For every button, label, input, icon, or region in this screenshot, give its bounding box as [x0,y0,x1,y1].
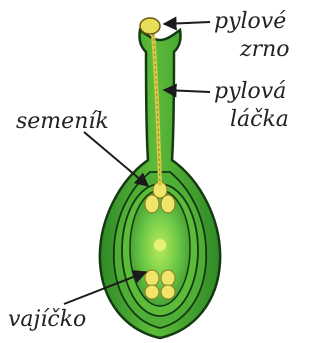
arrow-icon [84,132,148,186]
label-pollen-grain-2: zrno [239,37,290,62]
label-pollen-tube-1: pylová [214,79,286,104]
label-pollen-grain-1: pylové [214,9,286,34]
label-ovary: semeník [16,109,109,134]
arrow-icon [164,22,210,24]
label-ovule: vajíčko [8,307,86,332]
pollen-grain [140,18,160,34]
label-pollen-tube-2: láčka [230,107,289,132]
central-nucleus [154,239,166,251]
